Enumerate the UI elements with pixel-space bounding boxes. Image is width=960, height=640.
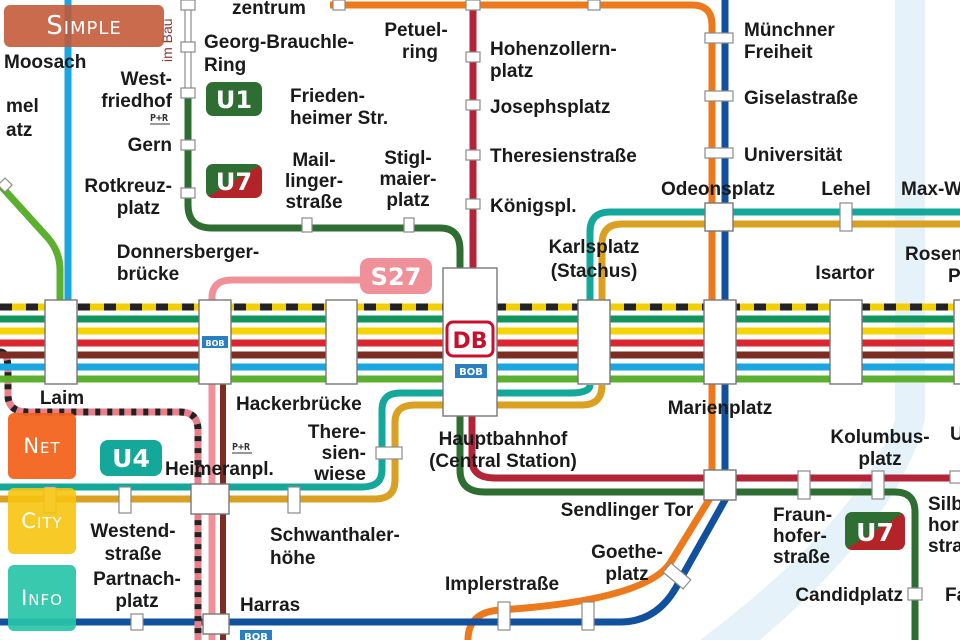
station-label[interactable]: zentrum — [232, 0, 306, 19]
s-line-green-branch — [0, 182, 64, 300]
u7-badge-top[interactable]: U7 — [206, 164, 262, 198]
u1-badge-label: U1 — [216, 86, 252, 114]
station-label[interactable]: Laim — [40, 388, 84, 409]
station-label[interactable]: Implerstraße — [445, 574, 559, 595]
station-label[interactable]: Max-Weber-Platz — [901, 179, 960, 200]
u4-line — [0, 208, 960, 491]
s27-line — [208, 276, 365, 640]
station-label[interactable]: Georg-Brauchle-Ring — [204, 32, 354, 76]
simple-mode-label: Simple — [46, 11, 122, 41]
u4-badge-label: U4 — [112, 444, 150, 473]
station-labels: Moosach zentrum Georg-Brauchle-Ring West… — [4, 0, 960, 616]
station-label[interactable]: Hohenzollern-platz — [490, 39, 617, 82]
station-label[interactable]: Isartor — [815, 263, 875, 284]
station-label[interactable]: Fa — [945, 585, 960, 606]
station-label[interactable]: Marienplatz — [668, 398, 773, 419]
station-label[interactable]: Heimeranpl. — [165, 459, 274, 480]
db-logo: DB — [445, 320, 495, 358]
station-label[interactable]: Gern — [128, 135, 172, 156]
station-label[interactable]: Theresienstraße — [490, 146, 637, 167]
station-label[interactable]: Partnach-platz — [93, 569, 181, 612]
u1-badge[interactable]: U1 — [206, 82, 262, 116]
u7-badge-bottom-label: U7 — [856, 518, 894, 547]
station-label[interactable]: Odeonsplatz — [661, 179, 775, 200]
net-map-button[interactable]: Net — [8, 413, 76, 479]
station-label[interactable]: Universität — [744, 145, 843, 166]
station-label[interactable]: Sendlinger Tor — [561, 500, 694, 521]
city-map-label: City — [21, 509, 63, 533]
station-label[interactable]: Fraun-hofer-straße — [773, 505, 832, 568]
u3-line — [330, 1, 716, 640]
svg-text:P+R: P+R — [232, 442, 251, 453]
bob-badge: BOB BOB BOB — [202, 336, 487, 640]
station-label[interactable]: Donnersberger-brücke — [117, 242, 260, 285]
station-label[interactable]: Frieden-heimer Str. — [290, 86, 388, 129]
station-label[interactable]: RosenheimerPlatz — [905, 244, 960, 287]
svg-text:BOB: BOB — [244, 632, 268, 640]
u5-line — [0, 220, 960, 503]
station-label[interactable]: Giselastraße — [744, 88, 858, 109]
station-label[interactable]: Josephsplatz — [490, 97, 610, 118]
station-label[interactable]: Moosach — [4, 52, 86, 73]
db-logo-label: DB — [452, 329, 487, 354]
station-label[interactable]: Kolumbus-platz — [830, 427, 929, 470]
city-map-button[interactable]: City — [8, 488, 76, 554]
station-label[interactable]: Hauptbahnhof(Central Station) — [429, 429, 577, 472]
station-label[interactable]: Stigl-maier-platz — [379, 148, 436, 211]
station-label[interactable]: Petuel-ring — [384, 20, 447, 63]
station-label[interactable]: Candidplatz — [795, 585, 903, 606]
info-button[interactable]: Info — [8, 565, 76, 631]
station-label[interactable]: Silber-horn-straße — [928, 494, 960, 557]
s-ring-dashed-overlay — [0, 348, 202, 640]
info-label: Info — [21, 586, 63, 610]
svg-text:P+R: P+R — [150, 113, 169, 124]
u1-line-south — [456, 415, 919, 640]
park-ride-icon: P+R P+R — [150, 113, 252, 454]
u7-badge-top-label: U7 — [216, 168, 252, 196]
station-label[interactable]: Königspl. — [490, 196, 577, 217]
svg-text:BOB: BOB — [459, 367, 483, 378]
u4-badge[interactable]: U4 — [100, 440, 162, 476]
station-label[interactable]: Goethe-platz — [591, 542, 663, 585]
u7-badge-bottom[interactable]: U7 — [845, 512, 905, 550]
station-label[interactable]: Harras — [240, 595, 300, 616]
station-label[interactable]: Mail-linger-straße — [285, 150, 343, 213]
s27-badge-label: S27 — [371, 263, 422, 291]
station-label[interactable]: Rotkreuz-platz — [84, 176, 172, 219]
s27-badge[interactable]: S27 — [360, 258, 432, 294]
station-label[interactable]: Lehel — [821, 179, 871, 200]
station-label[interactable]: Westend-straße — [90, 521, 175, 565]
u1-u7-line — [184, 95, 464, 272]
simple-mode-button[interactable]: Simple — [4, 5, 164, 47]
svg-text:BOB: BOB — [206, 339, 225, 348]
station-label[interactable]: There-sien-wiese — [308, 422, 366, 485]
station-label[interactable]: U — [950, 424, 960, 445]
station-label[interactable]: Schwanthaler-höhe — [270, 525, 400, 569]
net-map-label: Net — [23, 434, 61, 458]
station-label[interactable]: Hackerbrücke — [236, 394, 362, 415]
station-label[interactable]: West-friedhof — [101, 69, 172, 112]
u2-line-south — [468, 415, 960, 482]
station-label[interactable]: Karlsplatz(Stachus) — [549, 237, 640, 282]
